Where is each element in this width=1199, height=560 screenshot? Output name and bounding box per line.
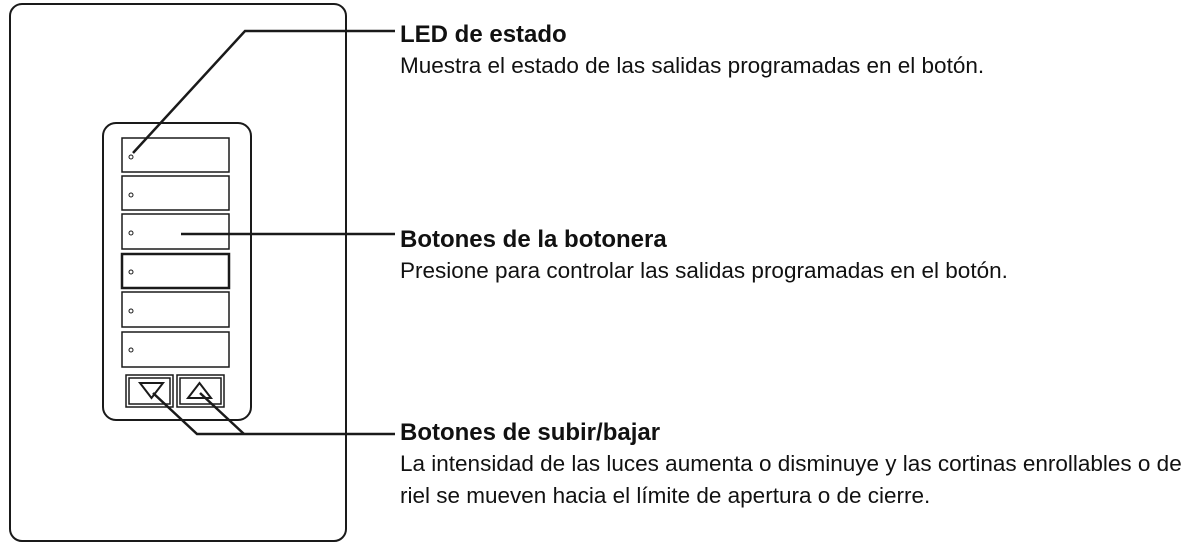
wallplate xyxy=(9,3,347,542)
lower-button[interactable] xyxy=(125,374,174,408)
keypad-button-column xyxy=(120,137,231,368)
callout-keypad-buttons-title: Botones de la botonera xyxy=(400,226,667,253)
keypad-button-2[interactable] xyxy=(121,175,230,211)
status-led-5 xyxy=(128,308,134,314)
callout-raise-lower-buttons-description: La intensidad de las luces aumenta o dis… xyxy=(400,451,1182,508)
keypad-button-1[interactable] xyxy=(121,137,230,173)
callout-status-led: LED de estado Muestra el estado de las s… xyxy=(400,20,1190,82)
status-led-3 xyxy=(128,230,134,236)
leader-line-raise-button xyxy=(199,392,245,435)
triangle-down-icon xyxy=(137,382,166,400)
status-led-4 xyxy=(128,269,134,275)
status-led-column xyxy=(128,154,134,353)
callout-keypad-buttons-description: Presione para controlar las salidas prog… xyxy=(400,258,1008,283)
faceplate xyxy=(102,122,252,421)
leader-line-status-led xyxy=(132,29,395,154)
status-led-2 xyxy=(128,192,134,198)
status-led-6 xyxy=(128,347,134,353)
leader-line-lower-button xyxy=(152,392,395,436)
keypad-button-3[interactable] xyxy=(121,213,230,250)
callout-status-led-title: LED de estado xyxy=(400,21,567,48)
callout-status-led-description: Muestra el estado de las salidas program… xyxy=(400,53,985,78)
callout-keypad-buttons: Botones de la botonera Presione para con… xyxy=(400,225,1190,287)
callout-raise-lower-buttons: Botones de subir/bajar La intensidad de … xyxy=(400,418,1195,512)
keypad-button-4[interactable] xyxy=(120,252,231,290)
triangle-up-icon xyxy=(185,381,214,399)
keypad-button-5[interactable] xyxy=(121,291,230,328)
status-led-1 xyxy=(128,154,134,160)
callout-raise-lower-buttons-title: Botones de subir/bajar xyxy=(400,419,661,446)
keypad-button-6[interactable] xyxy=(121,331,230,368)
raise-button[interactable] xyxy=(176,374,225,408)
